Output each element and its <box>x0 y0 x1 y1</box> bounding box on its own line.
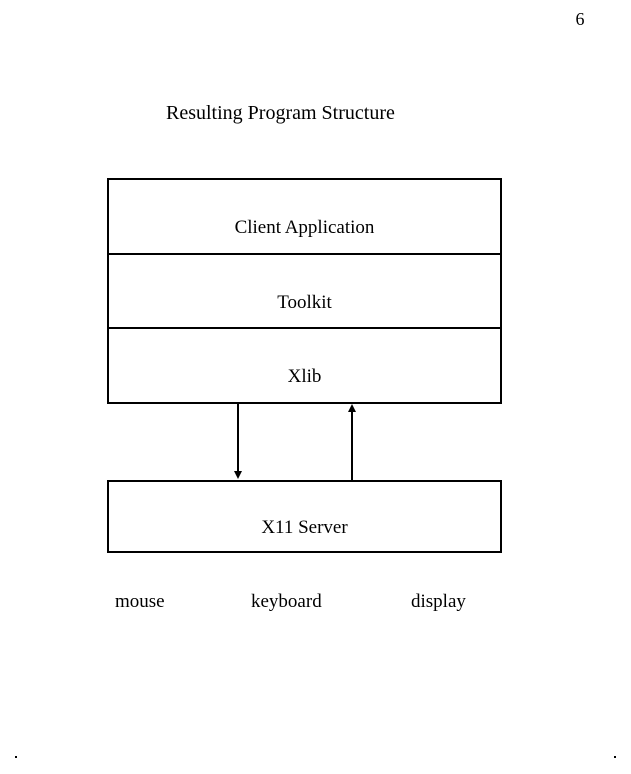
down-arrow-icon <box>237 404 239 472</box>
device-label-mouse: mouse <box>115 591 165 612</box>
up-arrowhead-icon <box>348 404 356 412</box>
client-stack-box: Client Application Toolkit Xlib <box>107 178 502 404</box>
up-arrow-icon <box>351 410 353 480</box>
stack-row-label: Xlib <box>287 366 322 388</box>
page-title: Resulting Program Structure <box>166 102 395 124</box>
stack-row-xlib: Xlib <box>109 327 500 402</box>
server-box-label: X11 Server <box>261 517 348 538</box>
stack-row-label: Toolkit <box>277 291 332 313</box>
down-arrowhead-icon <box>234 471 242 479</box>
device-label-keyboard: keyboard <box>251 591 322 612</box>
corner-mark-left <box>15 756 17 758</box>
stack-row-client-application: Client Application <box>109 180 500 253</box>
stack-row-toolkit: Toolkit <box>109 252 500 328</box>
x11-server-box: X11 Server <box>107 480 502 553</box>
device-label-display: display <box>411 591 466 612</box>
corner-mark-right <box>614 756 616 758</box>
stack-row-label: Client Application <box>234 216 375 238</box>
page-number: 6 <box>575 9 585 29</box>
